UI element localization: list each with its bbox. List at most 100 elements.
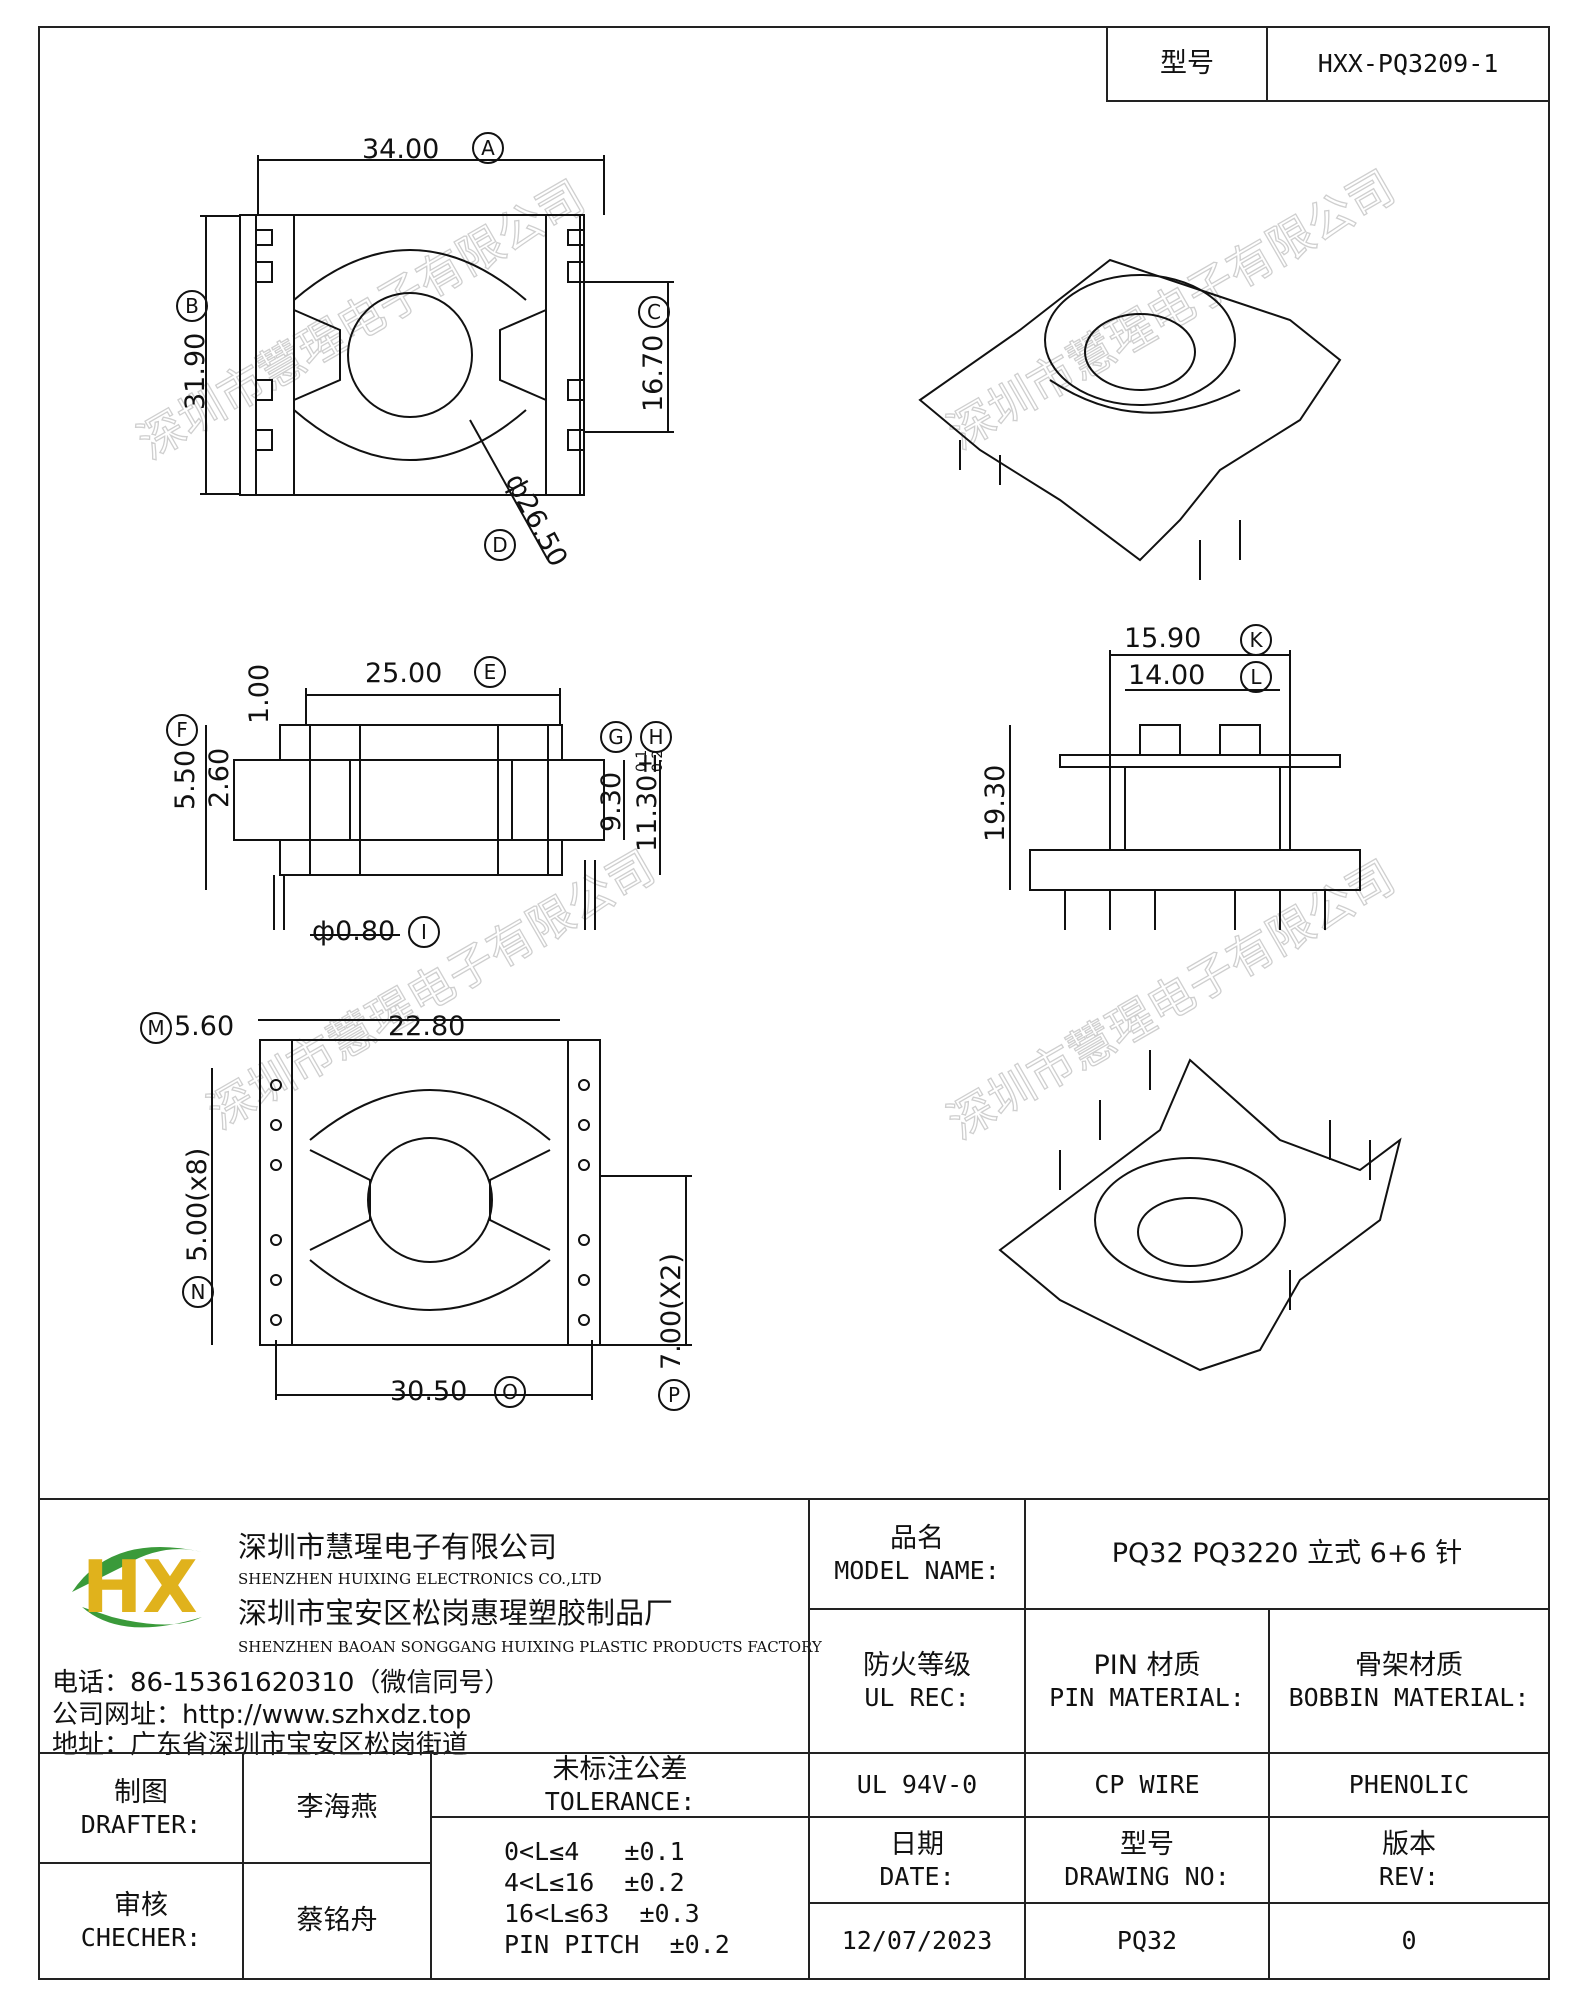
checker-name-cell: 蔡铭舟 [242,1862,432,1980]
dim-B: 31.90 [180,333,211,410]
marker-letter: M [147,1016,164,1040]
checker-label-cell: 审核 CHECHER: [38,1862,244,1980]
company-address: 地址：广东省深圳市宝安区松岗街道 [52,1730,469,1760]
pin-material-value: CP WIRE [1094,1770,1200,1800]
date-value-cell: 12/07/2023 [808,1902,1026,1980]
company-info-cell: HX 深圳市慧瑆电子有限公司 SHENZHEN HUIXING ELECTRON… [38,1498,822,1760]
model-name-label-en: MODEL NAME: [834,1556,1000,1586]
drafter-name-cell: 李海燕 [242,1752,432,1864]
model-name-label-cell: 品名 MODEL NAME: [808,1498,1026,1610]
drafter-label-en: DRAFTER: [80,1810,202,1840]
marker-letter: E [484,660,497,684]
marker-letter: K [1249,628,1263,652]
factory-name-en: SHENZHEN BAOAN SONGGANG HUIXING PLASTIC … [238,1638,822,1656]
model-value-cell: HXX-PQ3209-1 [1266,26,1550,102]
rev-label-cn: 版本 [1382,1828,1436,1860]
dim-O: 30.50 [390,1376,467,1407]
dim-I: ф0.80 [312,916,395,947]
iso-view-top [918,258,1342,580]
pin-material-label-en: PIN MATERIAL: [1049,1683,1245,1713]
model-label: 型号 [1160,48,1214,80]
marker-letter: F [176,718,188,742]
date-label-cn: 日期 [890,1828,944,1860]
dim-M: 5.60 [174,1011,234,1042]
tolerance-line: 0<L≤4 ±0.1 [504,1836,685,1866]
model-name-value-cell: PQ32 PQ3220 立式 6+6 针 [1024,1498,1550,1610]
marker-letter: H [648,725,663,749]
drafter-name: 李海燕 [296,1792,378,1824]
dim-E: 25.00 [365,658,442,689]
marker-letter: I [421,920,427,944]
checker-label-cn: 审核 [114,1889,168,1921]
marker-letter: O [502,1380,518,1404]
technical-drawing: 深圳市慧瑆电子有限公司 深圳市慧瑆电子有限公司 深圳市慧瑆电子有限公司 深圳市慧… [128,132,1404,1411]
model-name-label-cn: 品名 [890,1522,944,1554]
dim-C: 16.70 [638,335,669,412]
bobbin-material-value-cell: PHENOLIC [1268,1752,1550,1818]
drafter-label-cell: 制图 DRAFTER: [38,1752,244,1864]
dim-F: 5.50 [170,750,201,810]
tolerance-line: 4<L≤16 ±0.2 [504,1867,685,1897]
bobbin-material-value: PHENOLIC [1348,1770,1470,1800]
watermark-text: 深圳市慧瑆电子有限公司 [939,160,1404,460]
tolerance-line: 16<L≤63 ±0.3 [504,1899,700,1928]
dim-H-tol-up: 0.1 [634,750,650,772]
marker-letter: D [492,533,507,557]
rev-label-cell: 版本 REV: [1268,1816,1550,1904]
front-view [1009,650,1361,930]
rev-label-en: REV: [1378,1862,1440,1892]
marker-letter: L [1250,665,1262,689]
ul-value: UL 94V-0 [856,1770,978,1800]
drawing-no-value-cell: PQ32 [1024,1902,1270,1980]
tolerance-values-cell: 0<L≤4 ±0.1 4<L≤16 ±0.2 16<L≤63 ±0.3 PIN … [430,1816,810,1980]
marker-letter: A [481,136,495,160]
drawing-no-value: PQ32 [1116,1926,1178,1956]
dim-J: 19.30 [980,765,1011,842]
rev-value-cell: 0 [1268,1902,1550,1980]
drawing-no-label-cell: 型号 DRAWING NO: [1024,1816,1270,1904]
marker-letter: G [608,725,624,749]
date-label-cell: 日期 DATE: [808,1816,1026,1904]
ul-value-cell: UL 94V-0 [808,1752,1026,1818]
dim-G: 9.30 [596,772,627,832]
ul-label-en: UL REC: [864,1683,970,1713]
company-name-en: SHENZHEN HUIXING ELECTRONICS CO.,LTD [238,1570,602,1588]
company-website: 公司网址：http://www.szhxdz.top [52,1700,472,1730]
pin-material-label-cell: PIN 材质 PIN MATERIAL: [1024,1608,1270,1754]
dimension-marker-letters: A B C D E F G H I K L M N O P [147,136,1263,1407]
dim-N: 5.00(x8) [182,1148,213,1262]
marker-letter: C [647,300,661,324]
pin-material-value-cell: CP WIRE [1024,1752,1270,1818]
tolerance-label-cn: 未标注公差 [552,1753,688,1785]
iso-view-bottom [998,1050,1402,1372]
dim-M2: 22.80 [388,1011,465,1042]
ul-label-cell: 防火等级 UL REC: [808,1608,1026,1754]
tolerance-label-en: TOLERANCE: [544,1787,696,1817]
company-phone: 电话：86-15361620310（微信同号） [52,1668,511,1698]
dimension-markers [140,132,1272,1411]
rev-value: 0 [1401,1926,1417,1956]
company-logo: HX [72,1545,202,1629]
drafter-label-cn: 制图 [114,1776,168,1808]
bobbin-material-label-cn: 骨架材质 [1355,1649,1463,1681]
dim-K: 15.90 [1124,623,1201,654]
pin-material-label-cn: PIN 材质 [1093,1649,1201,1681]
checker-label-en: CHECHER: [80,1923,202,1953]
marker-letter: B [185,294,199,318]
marker-letter: P [668,1383,680,1407]
factory-name-cn: 深圳市宝安区松岗惠瑆塑胶制品厂 [238,1596,674,1630]
date-value: 12/07/2023 [841,1926,993,1956]
bobbin-material-label-cell: 骨架材质 BOBBIN MATERIAL: [1268,1608,1550,1754]
tolerance-line: PIN PITCH ±0.2 [504,1930,730,1960]
dim-F1: 1.00 [244,664,275,724]
model-value: HXX-PQ3209-1 [1317,49,1499,79]
watermark-text: 深圳市慧瑆电子有限公司 [199,840,664,1140]
dim-L: 14.00 [1128,660,1205,691]
dim-H-tol-dn: 0.2 [650,750,666,772]
logo-text: HX [82,1545,198,1629]
side-view [205,688,661,936]
checker-name: 蔡铭舟 [296,1905,378,1937]
dim-P: 7.00(X2) [656,1253,687,1370]
tolerance-label-cell: 未标注公差 TOLERANCE: [430,1752,810,1818]
marker-letter: N [191,1280,206,1304]
